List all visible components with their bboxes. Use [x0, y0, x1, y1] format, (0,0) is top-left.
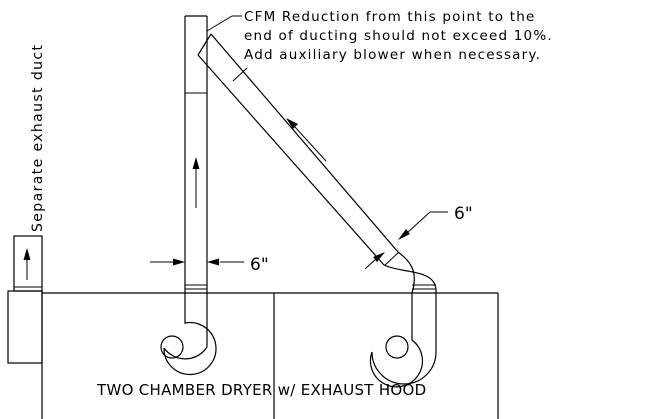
separate-exhaust-duct-label: Separate exhaust duct [30, 44, 46, 232]
right-blower [369, 293, 437, 388]
exhaust-up-arrow-icon [23, 248, 31, 260]
separate-exhaust-duct [7, 235, 43, 364]
diagonal-duct-dimension [364, 211, 448, 270]
note-leader [206, 15, 242, 32]
airflow-up-arrow-icon [192, 157, 200, 169]
vertical-duct-dimension [150, 258, 244, 266]
diagonal-duct-width-label: 6" [454, 204, 473, 224]
note-line-2: end of ducting should not exceed 10%. [244, 28, 553, 44]
diagonal-duct [197, 33, 437, 294]
airflow-diagonal-arrow-icon [286, 118, 298, 129]
note-line-3: Add auxiliary blower when necessary. [244, 47, 541, 63]
vertical-duct [184, 15, 208, 293]
vertical-duct-width-label: 6" [250, 255, 269, 275]
left-blower [160, 293, 217, 376]
note-line-1: CFM Reduction from this point to the [244, 9, 535, 25]
dryer-body [41, 291, 499, 419]
dryer-label: TWO CHAMBER DRYER w/ EXHAUST HOOD [96, 381, 427, 399]
